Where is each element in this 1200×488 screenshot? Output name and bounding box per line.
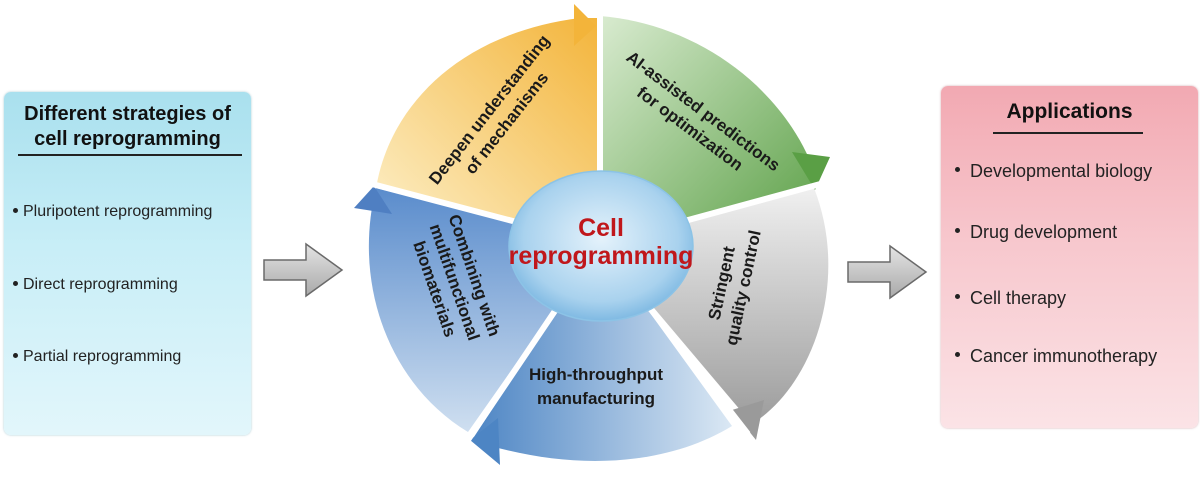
bullet-icon [955, 293, 960, 299]
application-item-developmental: Developmental biology [955, 161, 1152, 182]
strategy-item-label: Pluripotent reprogramming [23, 203, 213, 220]
segment-manufacturing-arrowhead-icon [470, 418, 500, 465]
segment-biomaterials-arrowhead-icon [354, 186, 392, 214]
strategies-panel: Different strategies of cell reprogrammi… [4, 92, 251, 435]
segment-ai-arrowhead-icon [792, 152, 830, 190]
applications-panel: Applications Developmental biology Drug … [941, 86, 1198, 428]
applications-title: Applications [1006, 100, 1133, 123]
cycle-diagram: Cell reprogramming Deepen understanding … [354, 4, 830, 465]
flow-arrow-left-icon [263, 242, 344, 298]
application-item-label: Cell therapy [970, 288, 1067, 308]
strategies-title: Different strategies of cell reprogrammi… [4, 102, 251, 152]
application-item-label: Cancer immunotherapy [970, 346, 1158, 366]
strategies-title-line1: Different strategies of [24, 103, 231, 125]
label-manufacturing-line2: manufacturing [537, 389, 655, 408]
segment-manufacturing [470, 244, 732, 465]
applications-divider [993, 132, 1143, 134]
strategies-title-line2: cell reprogramming [34, 128, 221, 150]
strategies-divider [18, 154, 242, 156]
bullet-icon [13, 281, 18, 287]
bullet-icon [13, 208, 18, 214]
center-ellipse [508, 170, 694, 322]
bullet-icon [955, 227, 960, 233]
label-manufacturing-line1: High-throughput [529, 365, 663, 384]
strategy-item-pluripotent: Pluripotent reprogramming [13, 203, 212, 221]
segment-quality-arrowhead-icon [732, 400, 764, 440]
segment-mechanisms-arrowhead-icon [574, 4, 596, 46]
bullet-icon [13, 353, 18, 359]
strategy-item-partial: Partial reprogramming [13, 348, 181, 366]
bullet-icon [955, 166, 960, 172]
application-item-label: Developmental biology [970, 161, 1153, 181]
strategy-item-label: Direct reprogramming [23, 276, 178, 293]
center-title-line2: reprogramming [509, 242, 694, 270]
flow-arrow-right-icon [847, 244, 928, 300]
application-item-label: Drug development [970, 222, 1118, 242]
strategy-item-direct: Direct reprogramming [13, 276, 178, 294]
application-item-cancer: Cancer immunotherapy [955, 346, 1157, 367]
center-title-line1: Cell [578, 214, 624, 242]
bullet-icon [955, 351, 960, 357]
application-item-drug: Drug development [955, 222, 1117, 243]
strategy-item-label: Partial reprogramming [23, 348, 182, 365]
label-manufacturing: High-throughput manufacturing [529, 365, 663, 408]
application-item-cell-therapy: Cell therapy [955, 288, 1066, 309]
